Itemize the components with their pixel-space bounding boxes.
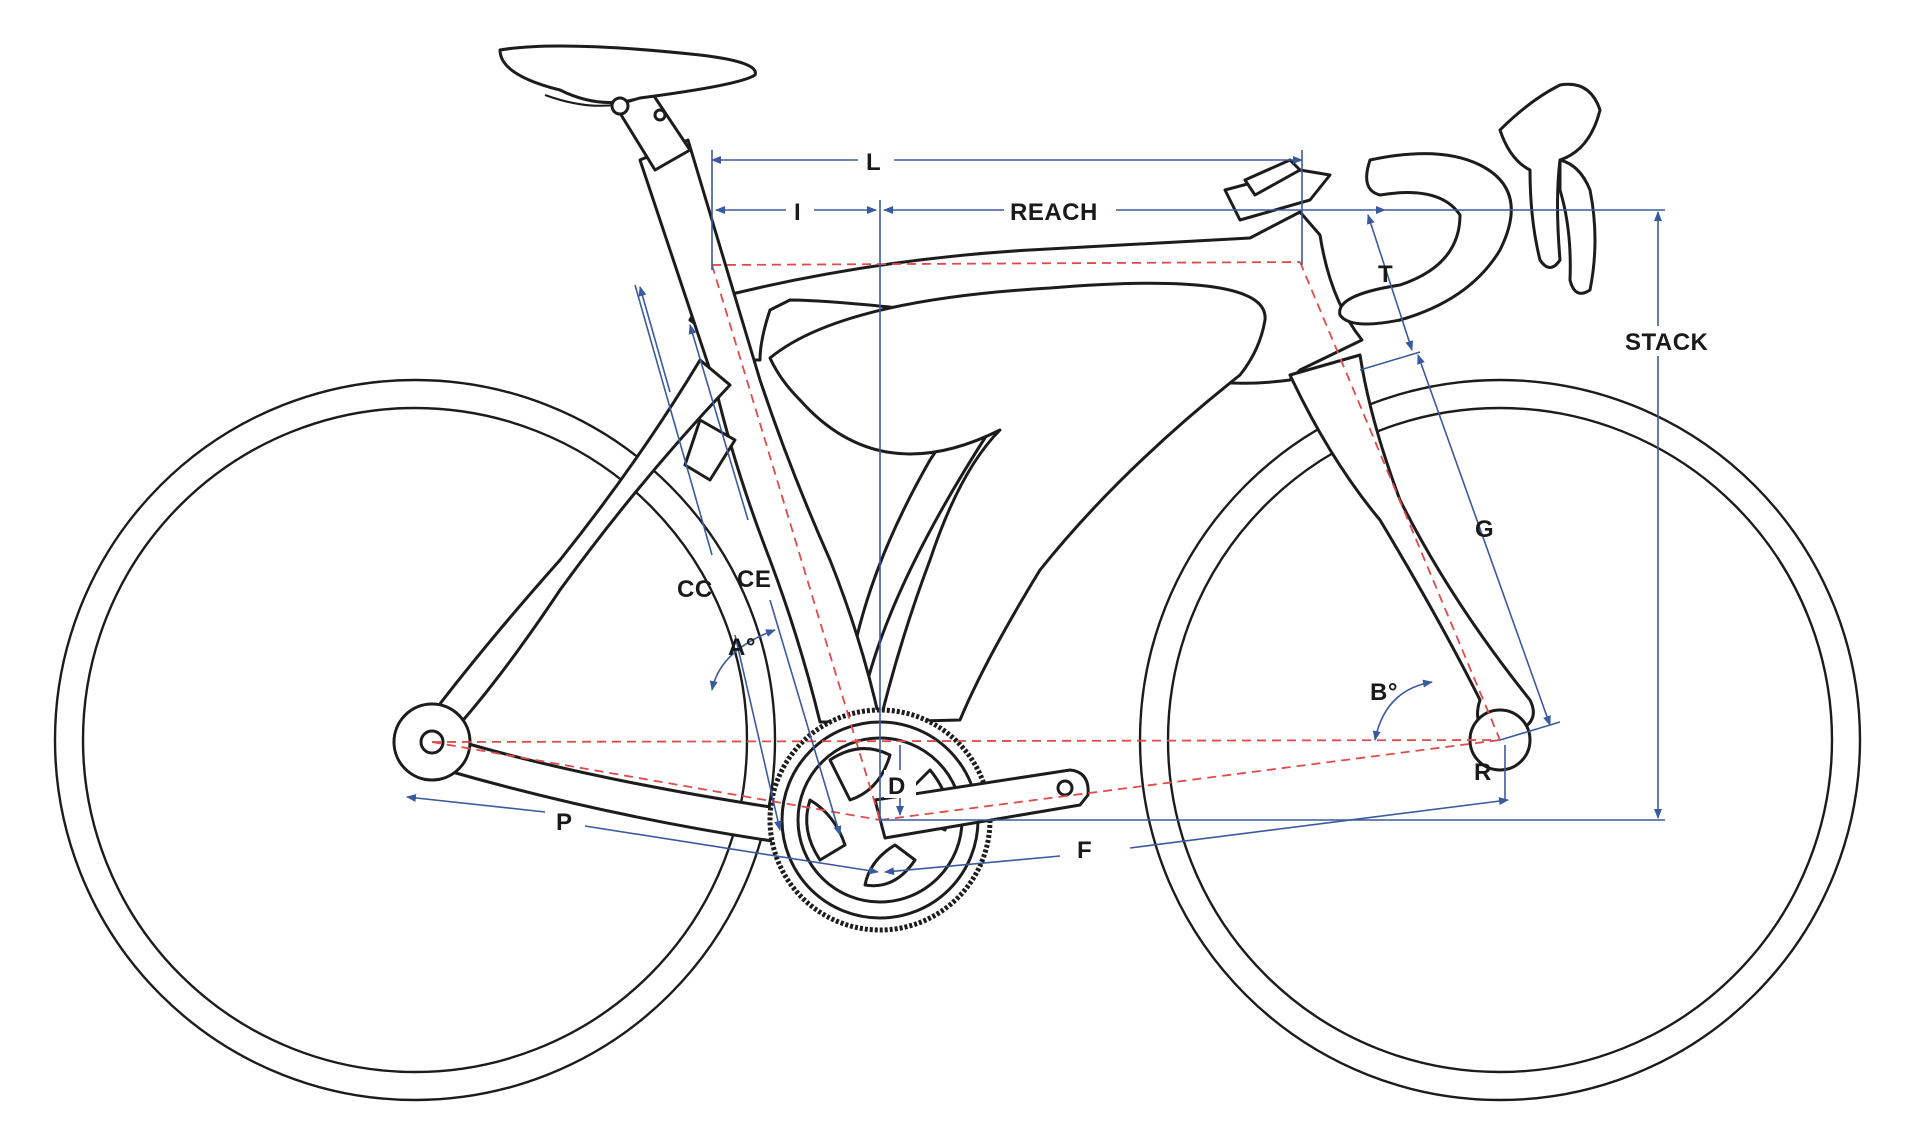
dimension-labels: L I REACH T STACK G CC CE A° B° D R P F <box>552 146 1709 864</box>
label-stack: STACK <box>1625 329 1709 356</box>
rear-wheel <box>53 378 777 1102</box>
bike-frame <box>418 44 1602 847</box>
label-g: G <box>1475 516 1494 543</box>
geometry-lines <box>431 261 1501 821</box>
label-d: D <box>888 773 906 800</box>
label-a: A° <box>728 634 756 661</box>
label-ce: CE <box>737 566 771 593</box>
label-p: P <box>556 809 573 836</box>
label-b: B° <box>1370 679 1398 706</box>
label-t: T <box>1378 261 1393 288</box>
label-l: L <box>866 149 881 176</box>
label-cc: CC <box>677 576 713 603</box>
label-r: R <box>1474 759 1492 786</box>
label-i: I <box>794 199 801 226</box>
crank-arm <box>873 768 1090 840</box>
label-f: F <box>1077 837 1092 864</box>
label-reach: REACH <box>1010 199 1098 226</box>
dimension-lines <box>406 150 1665 876</box>
